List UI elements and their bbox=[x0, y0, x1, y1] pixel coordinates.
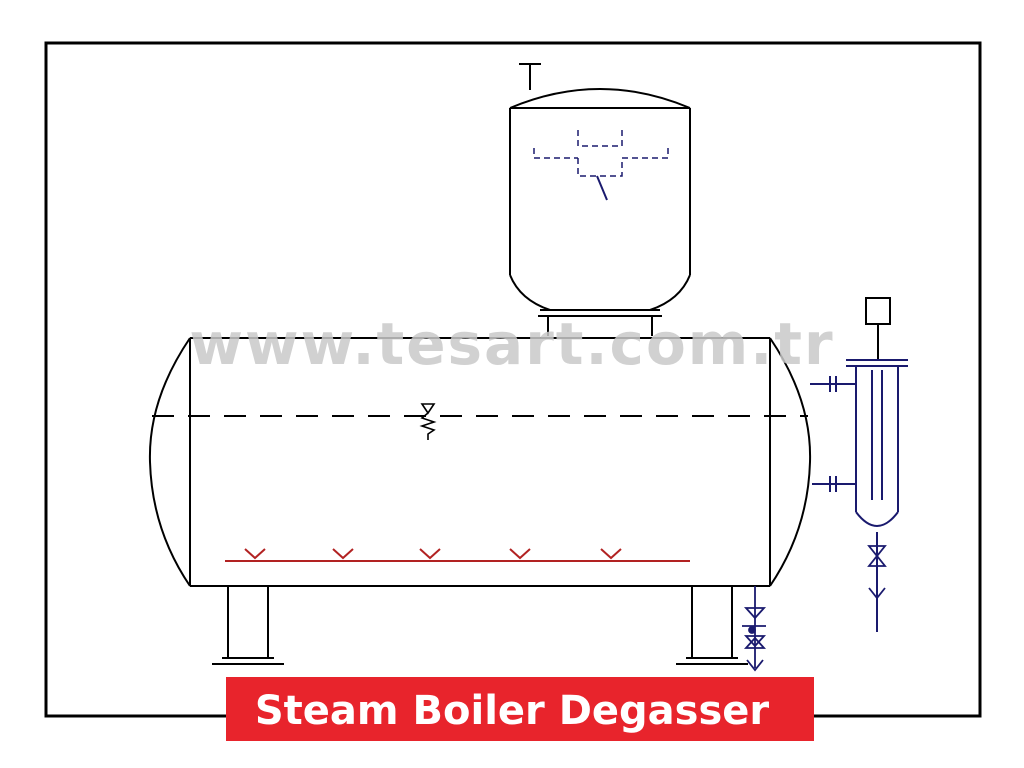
watermark: www.tesart.com.tr bbox=[189, 310, 834, 378]
gate-valve bbox=[867, 545, 887, 600]
title-banner bbox=[226, 677, 814, 741]
tank-support-leg bbox=[212, 586, 284, 665]
diagram-title: Steam Boiler Degasser bbox=[255, 688, 770, 734]
diagram-frame bbox=[44, 41, 982, 718]
steam-sparger bbox=[225, 548, 690, 562]
storage-tank bbox=[148, 337, 812, 587]
deaerator-dome bbox=[509, 63, 691, 336]
tank-support-leg bbox=[676, 586, 748, 665]
level-gauge-glass bbox=[810, 297, 908, 632]
drain-valve bbox=[742, 586, 767, 672]
spray-nozzle bbox=[596, 175, 608, 201]
tray-assembly bbox=[533, 130, 669, 177]
water-level-indicator bbox=[419, 403, 437, 440]
